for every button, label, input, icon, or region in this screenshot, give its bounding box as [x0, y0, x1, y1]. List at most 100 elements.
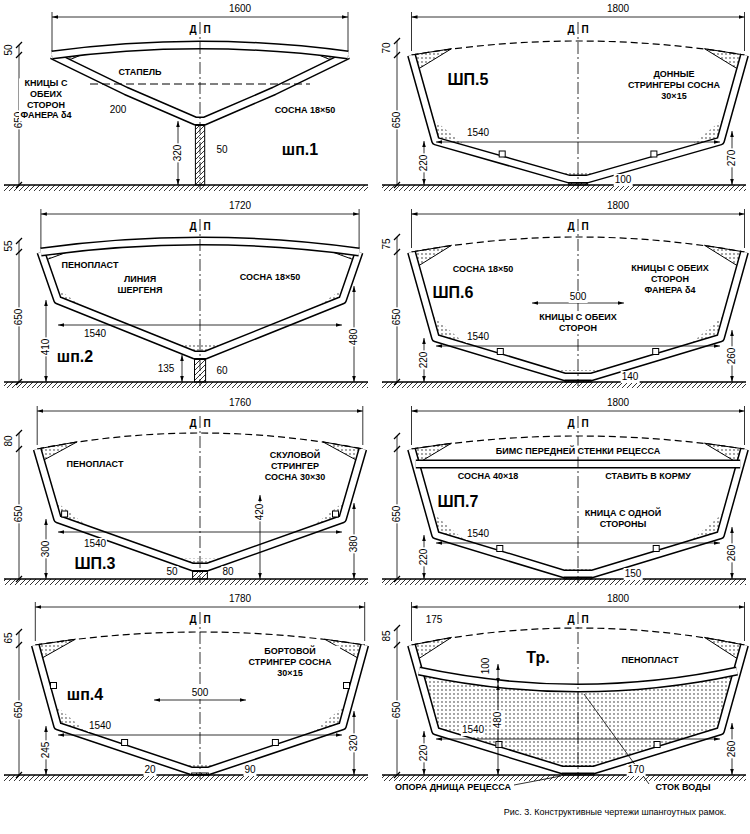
centerline [200, 416, 201, 583]
note-label: КНИЦА С ОДНОЙ СТОРОНЫ [583, 508, 663, 530]
note-label: ПЕНОПЛАСТ [66, 459, 125, 470]
centerline-mark: П [580, 614, 589, 626]
frame-number: ШП.7 [437, 492, 480, 511]
dimension-number: 650 [13, 701, 25, 720]
dimension-number-holder: 85 [381, 629, 393, 642]
note-label: ПЕНОПЛАСТ [61, 260, 120, 271]
centerline-mark: Д [566, 614, 575, 626]
stringer-section [497, 546, 503, 552]
dimension-tick [16, 249, 22, 255]
dimension-number: 320 [172, 144, 184, 163]
frame-number-holder: Тр. [525, 648, 550, 667]
dimension-number: 260 [726, 544, 738, 563]
extension-line [52, 12, 53, 51]
centerline-mark-holder: Д [188, 24, 197, 36]
centerline-mark: П [202, 418, 211, 430]
frame-number-holder: шп.4 [66, 685, 104, 704]
dimension-number-holder: 1540 [88, 720, 112, 732]
dimension-number-holder: 50 [165, 566, 178, 578]
dimension-number: 500 [569, 291, 588, 303]
dimension-number: 80 [221, 566, 234, 578]
dimension-number: 150 [624, 568, 643, 580]
note-label: БИМС ПЕРЕДНЕЙ СТЕНКИ РЕЦЕССА [495, 446, 661, 457]
note-label: СОСНА 18×50 [274, 105, 337, 116]
dimension-tick [16, 576, 22, 582]
dimension-number: 70 [381, 41, 393, 54]
frame-number: шп.4 [66, 685, 104, 704]
dimension-number-holder: 1780 [228, 593, 252, 605]
dimension-number: 245 [40, 741, 52, 760]
dimension-tick [16, 772, 22, 778]
note-label-holder: СОСНА 18×50 [452, 264, 515, 275]
dimension-tick [394, 446, 400, 452]
centerline-mark-holder: П [580, 221, 589, 233]
dimension-number: 420 [254, 503, 266, 522]
note-label: СОСНА 18×50 [452, 264, 515, 275]
dimension-number-holder: 90 [243, 764, 256, 776]
dimension-number: 1540 [461, 724, 485, 736]
centerline-mark: П [580, 24, 589, 36]
dimension-line [498, 684, 499, 775]
keel-post [195, 126, 204, 186]
dimension-number-holder: 1600 [228, 3, 252, 15]
dimension-number: 380 [348, 535, 360, 554]
stringer-section [653, 546, 659, 552]
extension-line [359, 209, 360, 248]
note-label-holder: ПЕНОПЛАСТ [61, 260, 120, 271]
dimension-number-holder: 650 [391, 111, 403, 130]
dimension-number-holder: 260 [726, 347, 738, 366]
note-label: КНИЦЫ С ОБЕИХ СТОРОН ФАНЕРА δ4 [630, 263, 710, 295]
dimension-line [52, 17, 348, 18]
dimension-number: 1800 [606, 397, 630, 409]
frame-number: ШП.6 [432, 283, 475, 302]
dimension-number-holder: 650 [13, 505, 25, 524]
dimension-tick [16, 446, 22, 452]
ground-hatch [382, 382, 746, 388]
dimension-number: 60 [215, 365, 228, 377]
dimension-number-holder: 320 [172, 144, 184, 163]
centerline-mark: П [202, 614, 211, 626]
note-label: ПЕНОПЛАСТ [621, 655, 680, 666]
centerline-mark-holder: Д [566, 221, 575, 233]
note-label: БОРТОВОЙ СТРИНГЕР СОСНА 30×15 [240, 646, 340, 678]
note-label-holder: СТАВИТЬ В КОРМУ [604, 471, 692, 482]
dimension-number-holder: 1540 [83, 328, 107, 340]
centerline-mark-holder: Д [188, 614, 197, 626]
note-label-holder: ПЕНОПЛАСТ [621, 655, 680, 666]
dimension-number: 220 [418, 351, 430, 370]
ground-hatch [4, 382, 368, 388]
extension-line [40, 209, 41, 248]
extension-line [411, 602, 412, 641]
dimension-number: 135 [157, 363, 176, 375]
extension-line [411, 209, 412, 248]
centerline-mark-holder: П [580, 614, 589, 626]
dimension-tick [394, 182, 400, 188]
centerline-mark-holder: П [202, 418, 211, 430]
dimension-number-holder: 200 [109, 104, 128, 116]
dimension-number: 650 [391, 111, 403, 130]
dimension-number: 1760 [228, 397, 252, 409]
dimension-number-holder: 270 [726, 149, 738, 168]
dimension-line [58, 735, 342, 736]
frame-number-holder: шп.1 [281, 140, 319, 159]
dimension-tick [394, 234, 400, 240]
stringer-section [122, 740, 128, 746]
note-label-holder: ДОННЫЕ СТРИНГЕРЫ СОСНА 30×15 [626, 69, 722, 101]
dimension-number-holder: 1720 [228, 200, 252, 212]
note-label-holder: КНИЦЫ С ОБЕИХ СТОРОН ФАНЕРА δ4 [630, 263, 710, 295]
centerline-mark: Д [188, 24, 197, 36]
dimension-line [41, 214, 359, 215]
stringer-section [499, 151, 505, 157]
note-label-holder: КНИЦА С ОДНОЙ СТОРОНЫ [583, 508, 663, 530]
dimension-number: 175 [425, 614, 444, 626]
centerline-mark: П [202, 24, 211, 36]
centerline-mark: П [580, 221, 589, 233]
extension-line [362, 406, 363, 445]
dimension-number: 650 [391, 505, 403, 524]
stringer-section [344, 683, 350, 689]
stringer-section [51, 683, 57, 689]
note-label: СОСНА 40×18 [457, 471, 520, 482]
dimension-number-holder: 1540 [466, 528, 490, 540]
dimension-number-holder: 220 [418, 351, 430, 370]
